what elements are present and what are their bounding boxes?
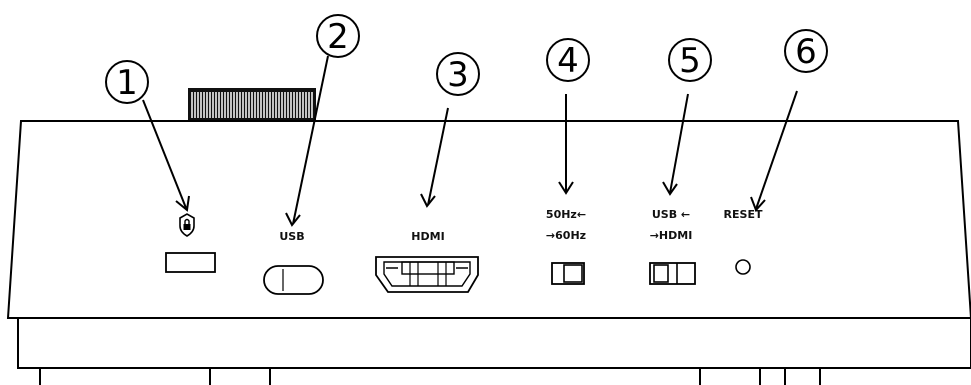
leader-3 (420, 107, 449, 208)
focus-knob (188, 88, 316, 121)
usb-port: USB (263, 230, 324, 295)
kensington-lock-slot (165, 213, 216, 273)
padlock-shield-icon (179, 213, 195, 237)
leader-2 (285, 55, 329, 227)
device-body (6, 120, 971, 385)
callout-4: 4 (546, 38, 590, 82)
leader-1 (142, 99, 190, 212)
callout-leaders (142, 55, 798, 227)
leader-5 (662, 93, 689, 196)
frequency-switch-label-top: 50Hz← (546, 208, 586, 221)
output-switch-label-bottom: →HDMI (650, 229, 693, 242)
callout-1: 1 (105, 60, 149, 104)
callout-number-1: 1 (116, 63, 138, 103)
callout-number-4: 4 (557, 41, 579, 81)
frequency-switch-label-bottom: →60Hz (546, 229, 586, 242)
callout-2: 2 (316, 14, 360, 58)
reset-button: RESET (724, 208, 763, 275)
callout-number-6: 6 (795, 32, 817, 72)
frequency-switch: 50Hz← →60Hz (546, 208, 586, 285)
callout-number-5: 5 (679, 41, 701, 81)
output-switch: USB ← →HDMI (649, 208, 696, 285)
leader-6 (750, 90, 798, 212)
callout-3: 3 (436, 52, 480, 96)
leader-4 (558, 94, 574, 195)
callout-number-3: 3 (447, 55, 469, 95)
callout-number-2: 2 (327, 17, 349, 57)
hdmi-port-label: HDMI (411, 230, 444, 243)
hdmi-port: HDMI (375, 230, 479, 293)
callout-6: 6 (784, 29, 828, 73)
callout-5: 5 (668, 38, 712, 82)
output-switch-label-top: USB ← (652, 208, 690, 221)
reset-button-label: RESET (724, 208, 763, 221)
usb-port-label: USB (279, 230, 304, 243)
